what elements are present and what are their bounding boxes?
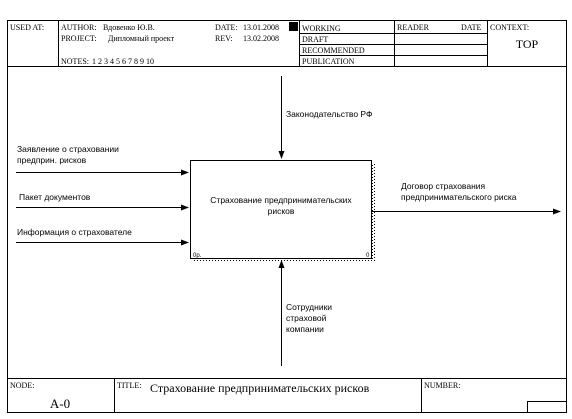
status-working: WORKING [302,24,341,33]
status-recommended: RECOMMENDED [302,46,365,55]
project-value: Дипломный проект [108,34,175,43]
activity-corner: 0 [366,253,370,259]
author-label: AUTHOR: [61,23,97,32]
input-label-2: Пакет документов [19,192,91,202]
header: USED AT: AUTHOR: Вдовенко Ю.В. PROJECT: … [7,20,567,67]
input-label-1-line2: предприн. рисков [17,155,87,165]
activity-label-line2: рисков [268,206,295,216]
date-label: DATE: [215,23,238,32]
date-value: 13.01.2008 [243,23,279,32]
reader-date-label: DATE [461,23,482,32]
output-label-line1: Договор страхования [401,181,486,191]
page-number-box [527,401,567,413]
status-publication: PUBLICATION [302,57,355,66]
input-label-1-line1: Заявление о страховании [17,144,119,154]
mechanism-label-line2: страховой [286,313,327,323]
diagram-title: Страхование предпринимательских рисков [150,381,370,395]
node-label: NODE: [10,381,34,390]
number-label: NUMBER: [424,381,460,390]
rev-value: 13.02.2008 [243,34,279,43]
mechanism-label-line3: компании [286,324,324,334]
used-at-label: USED AT: [10,23,44,32]
diagram-body: Страхование предпринимательских рисков 0… [16,76,561,366]
input-label-3: Информация о страхователе [17,227,132,237]
node-value: A-0 [50,396,70,411]
notes-label: NOTES: [61,57,89,66]
reader-label: READER [397,23,430,32]
context-label: CONTEXT: [490,23,529,32]
activity-label-line1: Страхование предпринимательских [210,195,352,205]
notes-value: 1 2 3 4 5 6 7 8 9 10 [92,57,154,66]
working-status-marker [289,22,298,31]
output-label-line2: предпринимательского риска [401,192,517,202]
outer-border [7,20,567,413]
activity-number: 0р. [193,253,202,259]
footer: NODE: A-0 TITLE: Страхование предпринима… [7,378,567,413]
control-label: Законодательство РФ [286,109,372,119]
author-value: Вдовенко Ю.В. [103,23,155,32]
project-label: PROJECT: [61,34,97,43]
title-label: TITLE: [117,381,141,390]
rev-label: REV: [215,34,233,43]
context-value: TOP [516,37,539,51]
status-draft: DRAFT [302,35,328,44]
mechanism-label-line1: Сотрудники [286,302,332,312]
activity-box[interactable] [190,160,372,259]
